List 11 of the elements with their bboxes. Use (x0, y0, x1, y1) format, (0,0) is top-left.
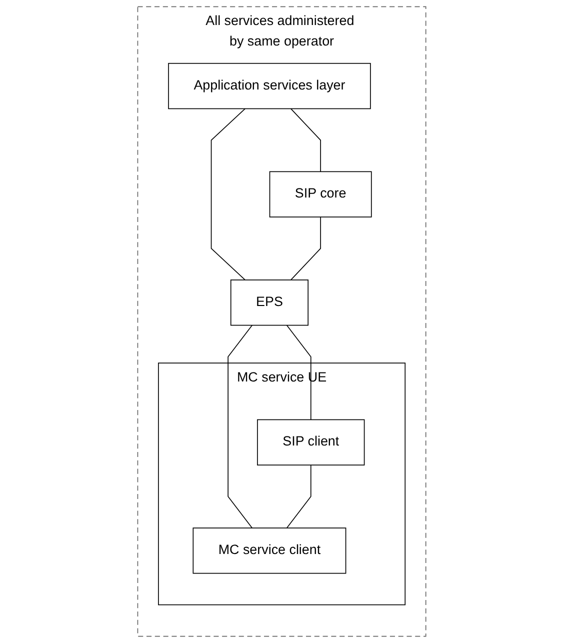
node-box: Application services layer (168, 62, 372, 110)
connector (286, 324, 312, 420)
connector (290, 216, 322, 280)
node-box: EPS (230, 280, 309, 326)
connector (290, 108, 322, 172)
node-box: SIP core (270, 171, 372, 218)
connector (228, 324, 253, 528)
connector (286, 464, 312, 528)
connector (211, 108, 246, 280)
node-box: MC service client (192, 528, 346, 574)
node-box: SIP client (257, 419, 365, 466)
